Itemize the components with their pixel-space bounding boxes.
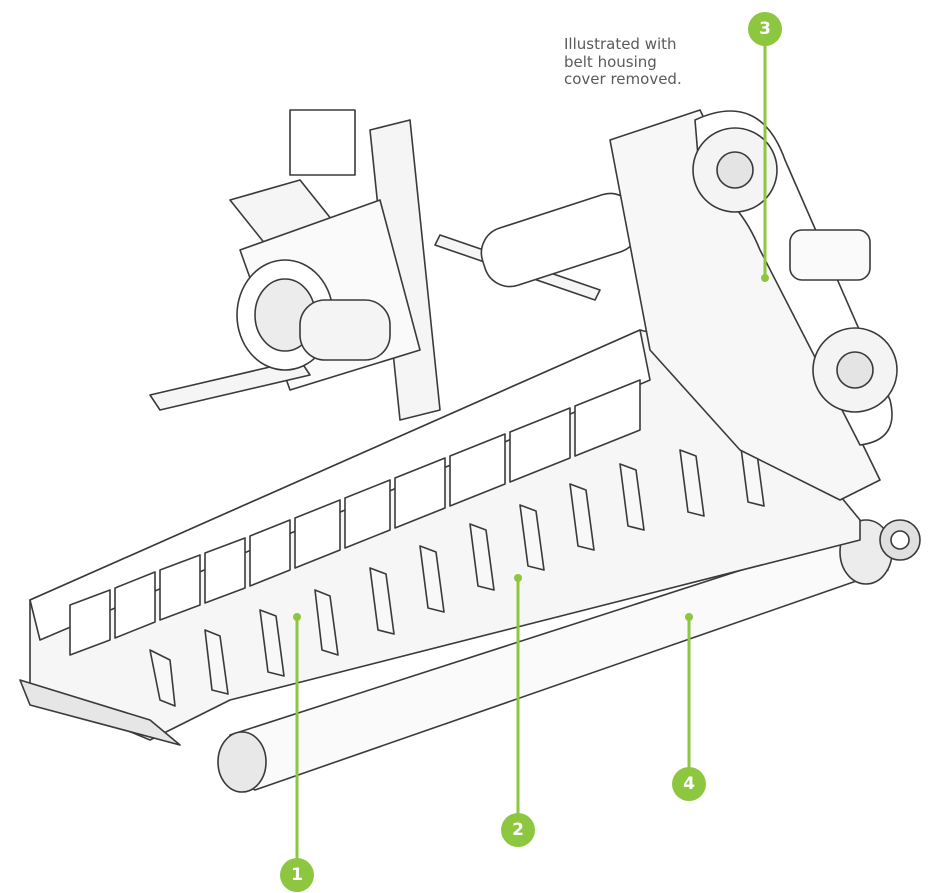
anchor-dot-3 [761,274,769,282]
rotor-tines [149,439,765,707]
gearbox-input [236,259,391,371]
anchor-dot-1 [293,613,301,621]
illustration-note: Illustrated with belt housing cover remo… [564,35,682,88]
anchor-dot-2 [514,574,522,582]
belt-drive [609,109,898,501]
callout-marker-4: 4 [672,767,706,801]
anchor-dot-4 [685,613,693,621]
callout-marker-2: 2 [501,813,535,847]
callout-marker-3: 3 [748,12,782,46]
callout-marker-1: 1 [280,858,314,892]
callout-leaders [295,45,767,863]
callout-anchors [293,274,769,621]
tine-plates [69,379,641,656]
